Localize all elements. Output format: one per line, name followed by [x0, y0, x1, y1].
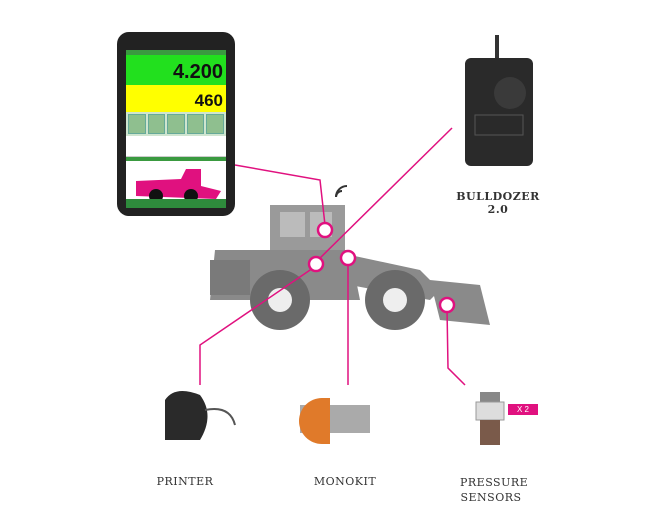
primary-weight-value: 4.200: [172, 61, 223, 83]
controller-label: BULLDOZER 2.0: [456, 190, 540, 216]
pressure-sensors-label: PRESSURE SENSORS: [460, 476, 529, 504]
monokit-label: MONOKIT: [313, 475, 377, 488]
monokit-device: [299, 398, 370, 444]
secondary-weight-panel: 460: [126, 85, 226, 112]
quantity-badge: X 2: [508, 404, 538, 415]
pink-loader-image: [136, 169, 221, 203]
pressure-sensor-device: [475, 392, 505, 445]
connector-lines: [199, 127, 466, 386]
printer-label: PRINTER: [156, 475, 214, 488]
connection-points: [307, 221, 456, 314]
tablet-device: 4.200 460: [117, 32, 235, 216]
tablet-button-row: [126, 112, 226, 136]
secondary-weight-value: 460: [194, 91, 223, 110]
wifi-icon: [335, 185, 348, 198]
tablet-screen: 4.200 460: [126, 50, 226, 208]
printer-device: [165, 391, 236, 440]
primary-weight-panel: 4.200: [126, 55, 226, 85]
controller-device: [465, 35, 533, 166]
